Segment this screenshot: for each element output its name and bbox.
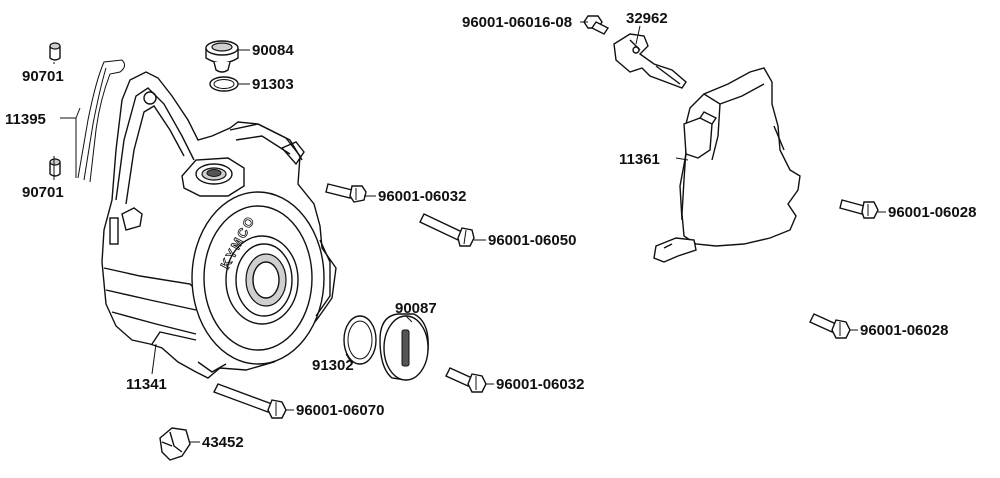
label-11395: 11395: [5, 111, 46, 128]
label-96001-06032-lower: 96001-06032: [496, 376, 584, 393]
label-11341: 11341: [126, 376, 167, 393]
cover-shroud-11361: [653, 67, 801, 263]
bolt-96001-06032-lower: [445, 367, 487, 393]
clamp-43452: [159, 427, 191, 461]
label-91303: 91303: [252, 76, 294, 93]
o-ring-91303: [209, 76, 239, 92]
cover-gasket: [77, 59, 126, 183]
label-90087: 90087: [395, 300, 437, 317]
label-32962: 32962: [626, 10, 668, 27]
label-96001-06032-upper: 96001-06032: [378, 188, 466, 205]
label-91302: 91302: [312, 357, 354, 374]
dowel-pin-bottom: [49, 158, 61, 177]
bolt-96001-06028-lower: [809, 313, 851, 339]
dowel-pin-top: [49, 42, 61, 61]
label-90701-bottom: 90701: [22, 184, 64, 201]
bolt-96001-06032-upper: [325, 183, 367, 203]
bracket-32962: [613, 33, 687, 89]
leader-lines: [53, 21, 886, 443]
label-90084: 90084: [252, 42, 294, 59]
label-96001-06028-upper: 96001-06028: [888, 204, 976, 221]
label-96001-06070: 96001-06070: [296, 402, 384, 419]
timing-cap: [379, 313, 429, 381]
bolt-96001-06028-upper: [839, 199, 879, 219]
label-43452: 43452: [202, 434, 244, 451]
filler-plug: [205, 40, 239, 73]
bolt-96001-06070: [213, 383, 287, 419]
o-ring-91302: [343, 315, 377, 365]
label-96001-06028-lower: 96001-06028: [860, 322, 948, 339]
bolt-96001-06050: [419, 213, 475, 247]
left-crankcase-cover: KYMCO: [101, 71, 337, 379]
label-90701-top: 90701: [22, 68, 64, 85]
label-96001-06016-08: 96001-06016-08: [462, 14, 572, 31]
label-11361: 11361: [619, 151, 660, 168]
label-96001-06050: 96001-06050: [488, 232, 576, 249]
bolt-96001-06016-08: [583, 15, 610, 35]
